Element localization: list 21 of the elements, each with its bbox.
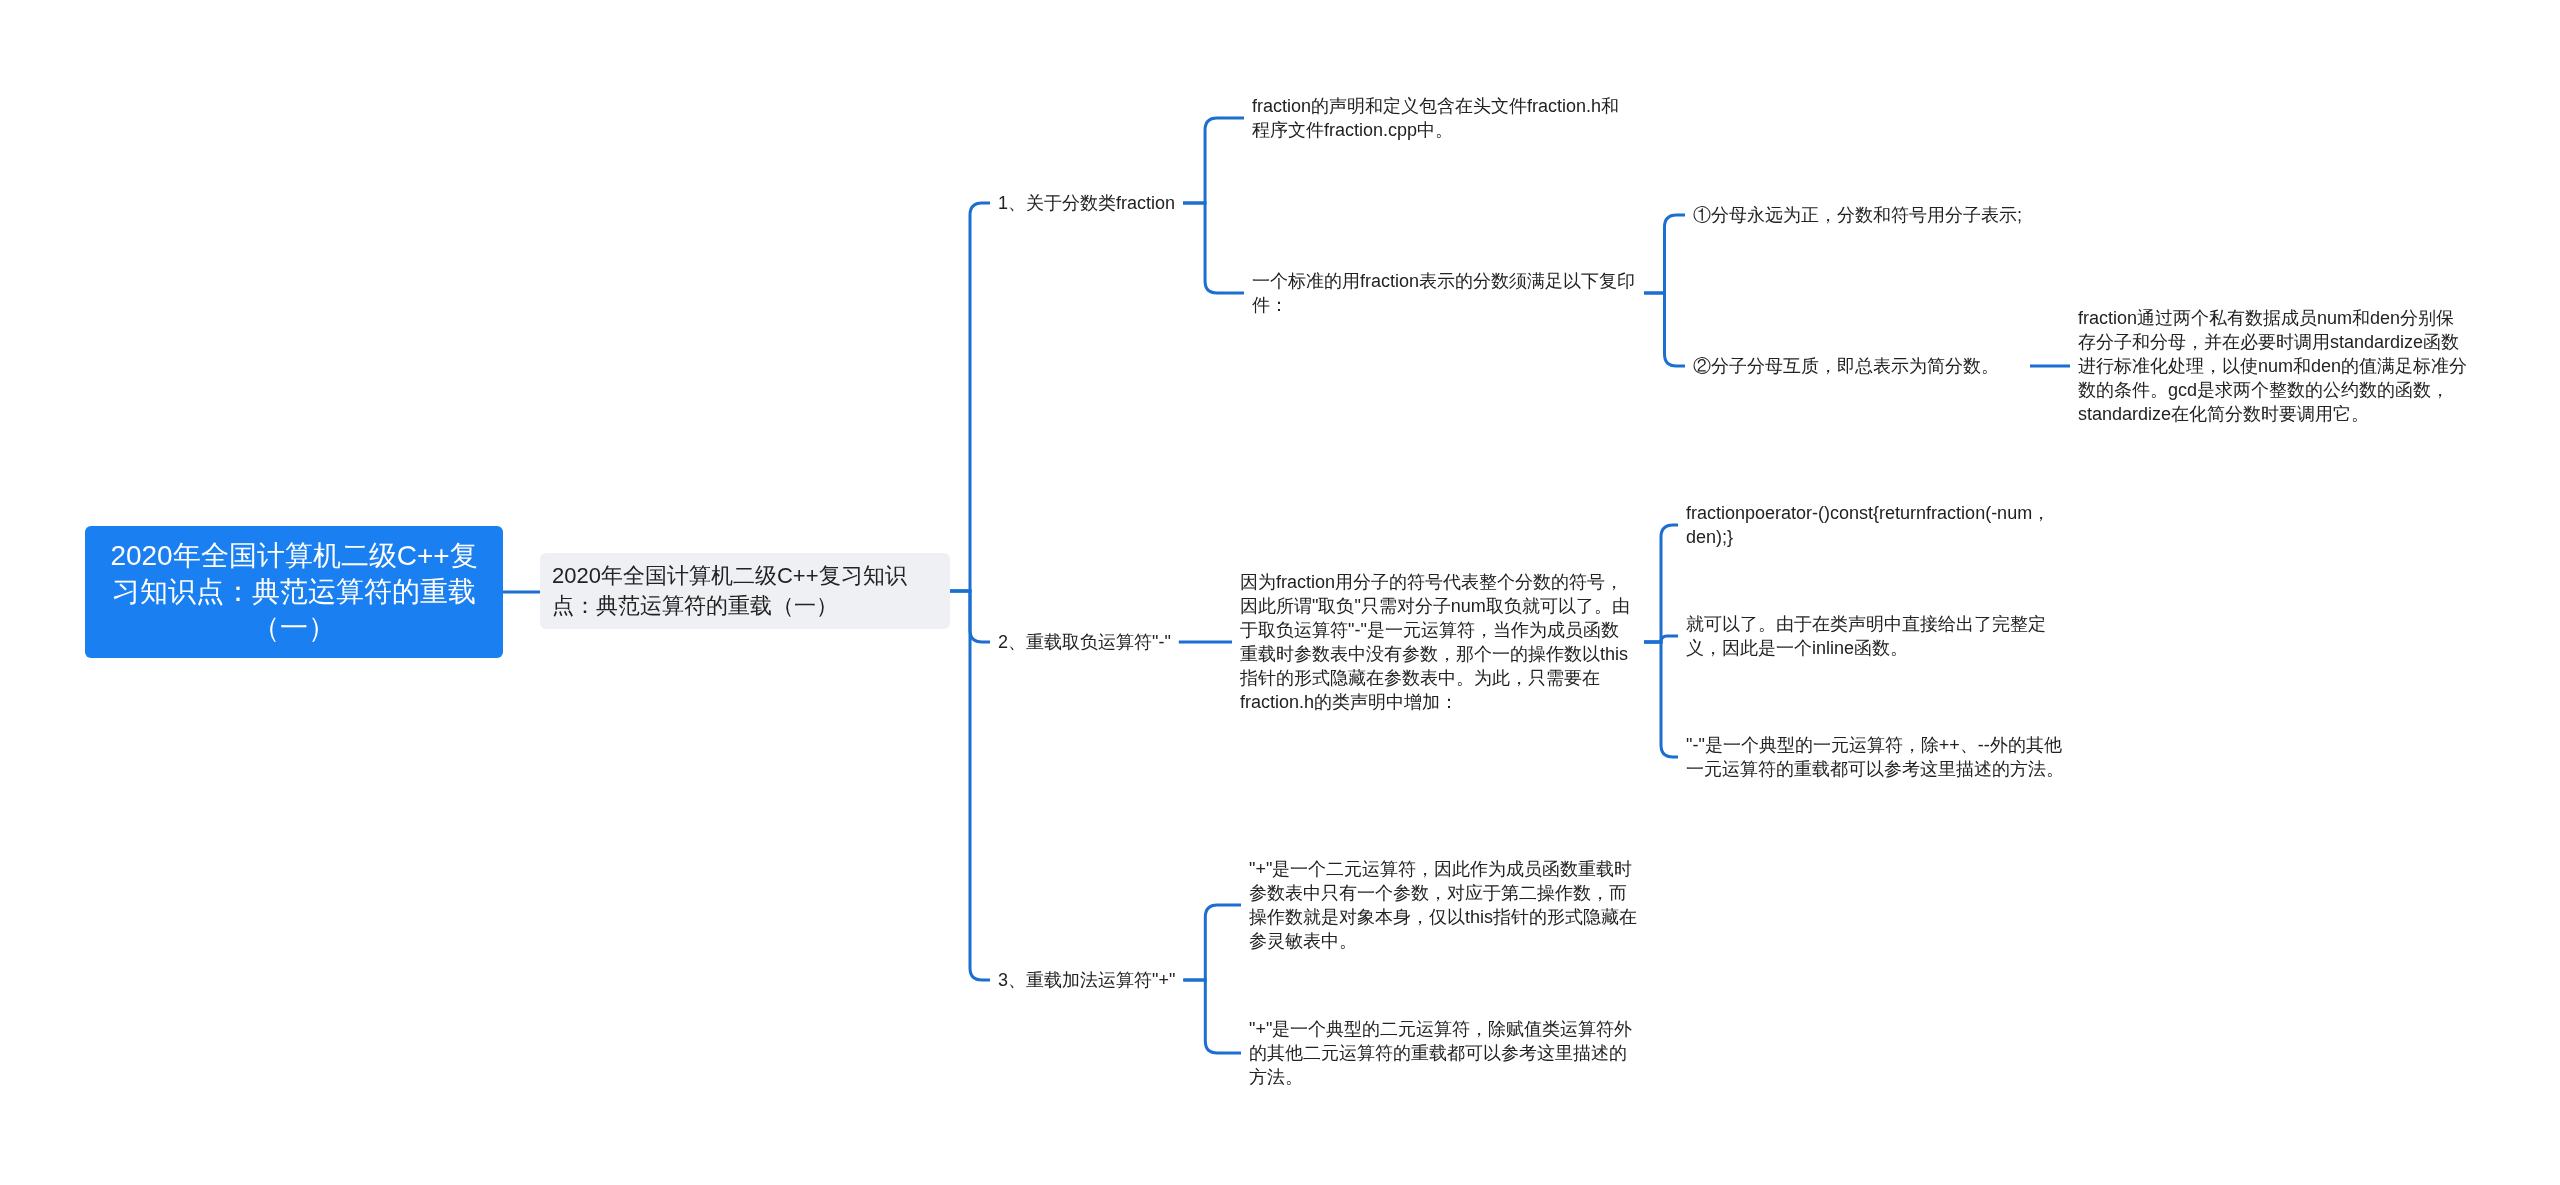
connector-line	[1183, 978, 1241, 1055]
note-text: 因为fraction用分子的符号代表整个分数的符号，因此所谓"取负"只需对分子num取负就可以了。由于取负运算符"-"是一元运算符，当作为成员函数重载时参数表中没有参数，那个一的操作数以this指针的形式隐藏在参数表中。为此，只需要在fraction.h的类声明中增加：	[1232, 570, 1644, 714]
note-text: 就可以了。由于在类声明中直接给出了完整定义，因此是一个inline函数。	[1678, 612, 2083, 660]
note-text: "-"是一个典型的一元运算符，除++、--外的其他一元运算符的重载都可以参考这里描述的方法。	[1678, 733, 2083, 781]
note-text: ①分母永远为正，分数和符号用分子表示;	[1685, 203, 2065, 227]
connector-line	[503, 590, 540, 594]
root-topic-box: 2020年全国计算机二级C++复习知识点：典范运算符的重载（一）	[85, 526, 503, 658]
connector-line	[1183, 201, 1244, 295]
note-text: ②分子分母互质，即总表示为简分数。	[1685, 354, 2030, 378]
connector-line	[1178, 640, 1232, 644]
branch-topic: 3、重载加法运算符"+"	[990, 967, 1184, 993]
branch-topic: 2、重载取负运算符"-"	[990, 629, 1179, 655]
note-text: fraction通过两个私有数据成员num和den分别保存分子和分母，并在必要时调用standardize函数进行标准化处理，以使num和den的值满足标准分数的条件。gcd是求两个整数的公约数的函数，standardize在化简分数时要调用它。	[2070, 306, 2480, 426]
branch-topic: 1、关于分数类fraction	[990, 190, 1184, 216]
connector-line	[2030, 364, 2070, 368]
note-text: fraction的声明和定义包含在头文件fraction.h和程序文件fraction.cpp中。	[1244, 94, 1644, 142]
note-text: "+"是一个二元运算符，因此作为成员函数重载时参数表中只有一个参数，对应于第二操作数，而操作数就是对象本身，仅以this指针的形式隐藏在参灵敏表中。	[1241, 857, 1649, 953]
main-topic-box: 2020年全国计算机二级C++复习知识点：典范运算符的重载（一）	[540, 553, 950, 629]
note-text: "+"是一个典型的二元运算符，除赋值类运算符外的其他二元运算符的重载都可以参考这里描述的方法。	[1241, 1017, 1649, 1089]
note-text: fractionpoerator-()const{returnfraction(-num，den);}	[1678, 501, 2078, 549]
note-text: 一个标准的用fraction表示的分数须满足以下复印件：	[1244, 269, 1644, 317]
